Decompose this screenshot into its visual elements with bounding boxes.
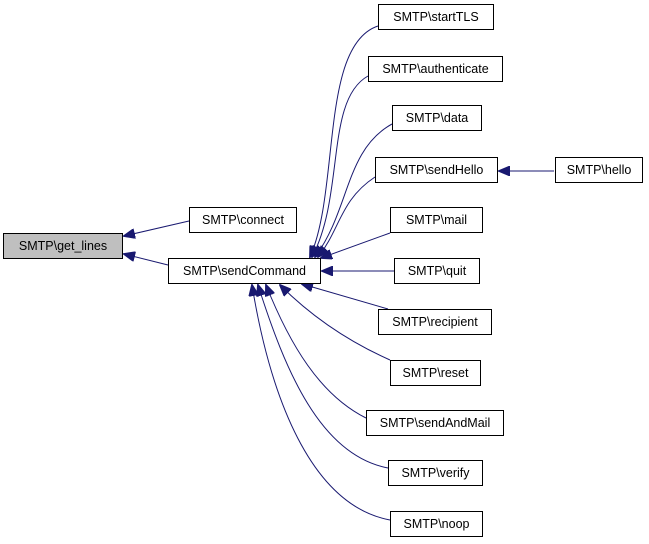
edge-noop-to-sendcommand: [252, 285, 391, 521]
node-starttls[interactable]: SMTP\startTLS: [378, 4, 494, 30]
node-authenticate[interactable]: SMTP\authenticate: [368, 56, 503, 82]
edge-recipient-to-sendcommand: [302, 284, 389, 310]
edge-sendcommand-to-get-lines: [124, 254, 169, 266]
edge-authenticate-to-sendcommand: [312, 75, 369, 257]
node-verify[interactable]: SMTP\verify: [388, 460, 483, 486]
node-get-lines: SMTP\get_lines: [3, 233, 123, 259]
edge-sendhello-to-sendcommand: [318, 176, 376, 257]
node-noop[interactable]: SMTP\noop: [390, 511, 483, 537]
node-reset[interactable]: SMTP\reset: [390, 360, 481, 386]
node-mail[interactable]: SMTP\mail: [390, 207, 483, 233]
node-hello[interactable]: SMTP\hello: [555, 157, 643, 183]
node-recipient[interactable]: SMTP\recipient: [378, 309, 492, 335]
edge-verify-to-sendcommand: [258, 285, 389, 469]
node-quit[interactable]: SMTP\quit: [394, 258, 480, 284]
node-data[interactable]: SMTP\data: [392, 105, 482, 131]
edge-starttls-to-sendcommand: [310, 25, 379, 257]
node-sendhello[interactable]: SMTP\sendHello: [375, 157, 498, 183]
edge-mail-to-sendcommand: [321, 232, 391, 258]
node-sendcommand[interactable]: SMTP\sendCommand: [168, 258, 321, 284]
edge-reset-to-sendcommand: [280, 285, 391, 361]
edge-connect-to-get-lines: [124, 220, 190, 236]
node-connect[interactable]: SMTP\connect: [189, 207, 297, 233]
edge-data-to-sendcommand: [315, 123, 393, 257]
edge-sendandmail-to-sendcommand: [266, 285, 367, 419]
node-sendandmail[interactable]: SMTP\sendAndMail: [366, 410, 504, 436]
